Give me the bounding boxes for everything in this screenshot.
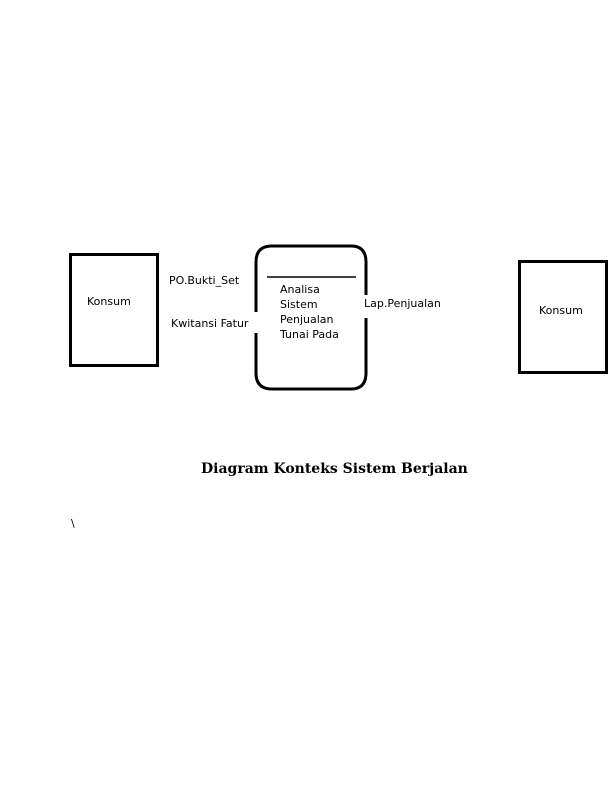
external-entity-left: [69, 253, 159, 367]
external-entity-left-label: Konsum: [87, 295, 131, 308]
external-entity-right: [518, 260, 608, 374]
stray-mark: \: [71, 517, 75, 530]
flow-label-po-bukti: PO.Bukti_Set: [169, 274, 240, 287]
process-label-line-2: Sistem: [280, 298, 318, 311]
process-label-line-3: Penjualan: [280, 313, 334, 326]
process-label-line-4: Tunai Pada: [280, 328, 339, 341]
diagram-caption: Diagram Konteks Sistem Berjalan: [201, 461, 468, 477]
flow-label-lap-penjualan: Lap.Penjualan: [364, 297, 441, 310]
process-label-line-1: Analisa: [280, 283, 320, 296]
external-entity-right-label: Konsum: [539, 304, 583, 317]
flow-label-kwitansi: Kwitansi Fatur: [171, 317, 249, 330]
